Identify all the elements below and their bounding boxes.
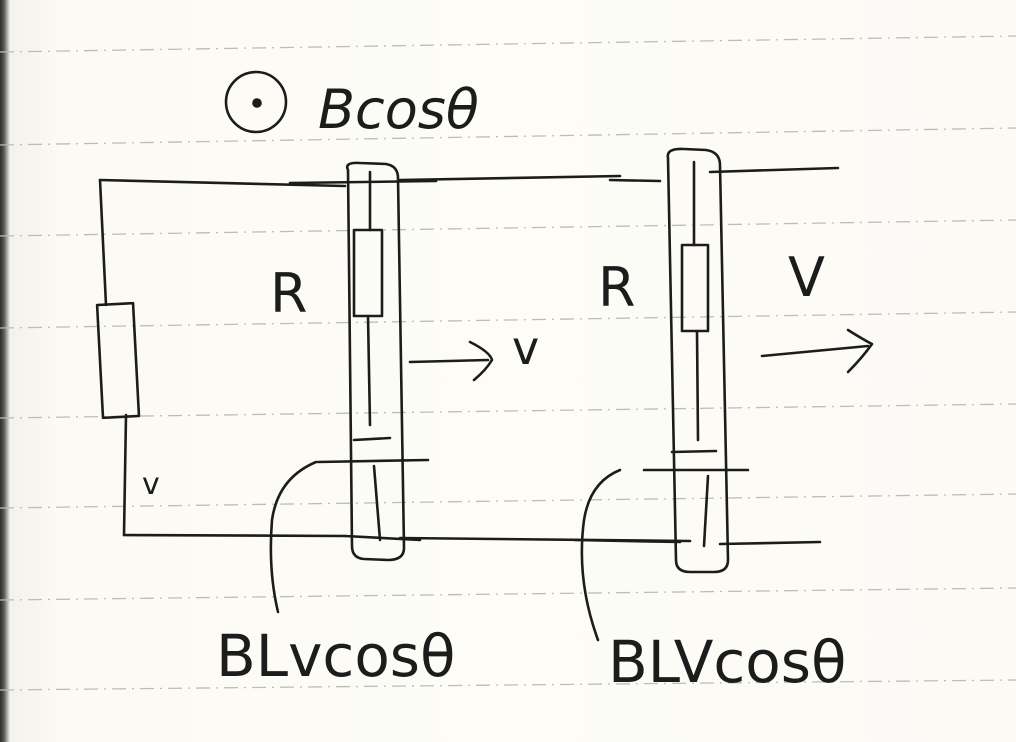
page-edge-shadow [0,0,10,742]
emf-leader-rod1 [269,460,318,614]
left-resistor [95,301,141,420]
rod-1 [316,161,430,562]
bottom-rail-middle [398,536,692,543]
rod-2 [642,147,750,574]
emf-label-rod1: BLvcosθ [216,622,456,690]
ruled-lines [0,35,1016,691]
resistor-label-rod1: R [270,262,308,325]
velocity-arrow-rod2-icon [760,328,874,374]
velocity-label-rod2: V [788,246,825,309]
left-circuit-wire [98,178,347,538]
velocity-label-rod1: v [512,321,539,375]
field-label: Bcosθ [318,78,479,141]
velocity-arrow-rod1-icon [408,340,494,382]
top-rail [288,166,840,185]
left-resistor-label: v [142,467,160,502]
field-out-of-page-icon [224,70,288,134]
emf-label-rod2: BLVcosθ [608,628,847,696]
top-rail-middle [398,174,622,182]
emf-leader-rod2 [580,468,622,642]
resistor-label-rod2: R [598,256,636,319]
